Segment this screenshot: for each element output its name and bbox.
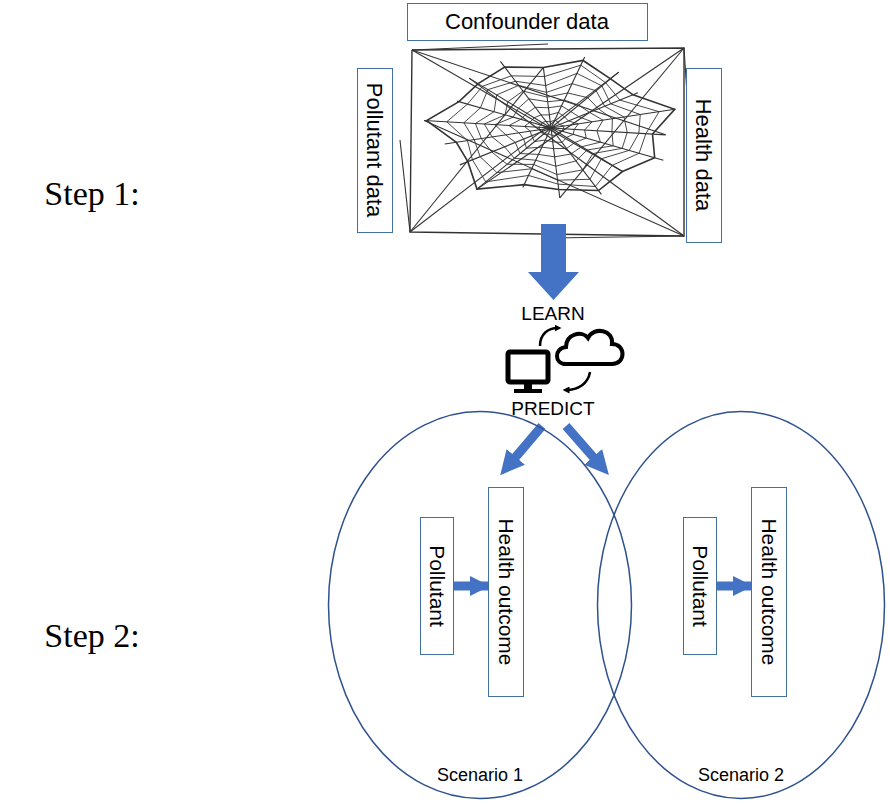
pollutant-box: Pollutant	[420, 517, 454, 655]
flow-arrow	[717, 582, 751, 591]
node-label: Confounder data	[445, 9, 609, 35]
stage-label: PREDICT	[511, 398, 594, 420]
spider-web	[400, 44, 690, 238]
step-label: Step 1:	[44, 175, 139, 213]
ellipse-outline	[596, 410, 886, 800]
node-label: Health outcome	[494, 518, 518, 665]
scenario-ellipse: Scenario 2 Pollutant Health outcome	[596, 410, 886, 800]
learn-arrow	[528, 224, 579, 300]
ellipse-outline	[327, 410, 633, 800]
flow-arrow	[454, 582, 488, 591]
scenario-label: Scenario 2	[698, 765, 784, 786]
step-label: Step 2:	[44, 617, 139, 655]
cloud-icon	[540, 328, 623, 390]
pollutant-box: Pollutant	[683, 517, 717, 655]
node-label: Pollutant	[687, 545, 711, 627]
stage-label: LEARN	[521, 303, 584, 325]
scenario-ellipse: Scenario 1 Pollutant Health outcome	[327, 410, 633, 800]
outcome-box: Health outcome	[488, 487, 524, 697]
data-box: Pollutant data	[357, 68, 393, 233]
data-box: Health data	[686, 68, 722, 243]
predict-arrow	[508, 426, 542, 466]
data-box: Confounder data	[407, 3, 648, 41]
node-label: Pollutant	[424, 545, 448, 627]
scenario-label: Scenario 1	[437, 765, 523, 786]
outcome-box: Health outcome	[751, 487, 787, 697]
predict-arrow	[566, 426, 601, 466]
node-label: Health data	[690, 99, 716, 212]
computer-icon	[508, 352, 548, 393]
node-label: Pollutant data	[361, 83, 387, 218]
node-label: Health outcome	[757, 518, 781, 665]
